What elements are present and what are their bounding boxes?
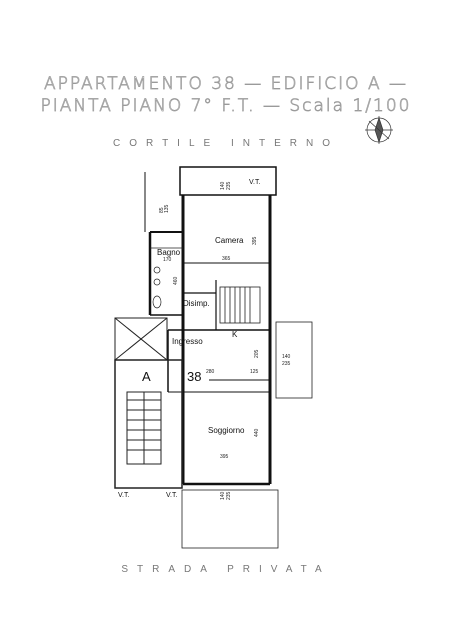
apartment-walls (144, 166, 277, 486)
dim-ingresso-width: 280 (206, 369, 215, 375)
plan-title-line-1: APPARTAMENTO 38 — EDIFICIO A — (43, 74, 409, 95)
dim-top-window-a: 140 (220, 181, 226, 190)
room-label-disimpegno: Disimp. (183, 299, 210, 308)
street-label: STRADA PRIVATA (121, 564, 331, 575)
dim-k-width: 125 (250, 369, 259, 375)
balcony-right (275, 321, 313, 399)
dim-camera-height: 395 (252, 236, 258, 245)
vt-label-bottom-center: V.T. (166, 492, 177, 499)
room-label-k: K (232, 330, 238, 339)
compass-rose-icon (365, 116, 393, 144)
balcony-bottom (181, 489, 279, 549)
bathroom-fixtures (150, 247, 183, 309)
dim-bottom-window-a: 140 (220, 491, 226, 500)
dim-camera-width: 365 (222, 256, 231, 262)
dim-bottom-window-b: 235 (226, 491, 232, 500)
room-label-ingresso: Ingresso (172, 337, 203, 346)
dim-bagno-height: 460 (173, 276, 179, 285)
room-label-soggiorno: Soggiorno (208, 426, 245, 435)
internal-stair (219, 286, 261, 324)
dim-soggiorno-height: 440 (254, 428, 260, 437)
dim-bagno-small-bottom: 135 (164, 204, 170, 213)
stair-core (114, 317, 183, 489)
dim-top-window-b: 235 (226, 181, 232, 190)
dim-balcony-a: 140 (282, 354, 291, 360)
room-label-camera: Camera (215, 236, 244, 245)
room-label-bagno: Bagno (157, 248, 181, 257)
dim-soggiorno-width: 395 (220, 454, 229, 460)
building-marker: A (142, 369, 151, 384)
dim-balcony-b: 235 (282, 361, 291, 367)
plan-title-line-2: PIANTA PIANO 7° F.T. — Scala 1/100 (40, 96, 412, 117)
apartment-number: 38 (187, 369, 201, 384)
dim-k-height: 205 (254, 349, 260, 358)
vt-label-top: V.T. (249, 179, 260, 186)
courtyard-label: CORTILE INTERNO (113, 138, 339, 149)
vt-label-bottom-left: V.T. (118, 492, 129, 499)
dim-bagno-small-top: 85 (159, 207, 165, 213)
dim-bagno-width: 170 (163, 257, 172, 263)
